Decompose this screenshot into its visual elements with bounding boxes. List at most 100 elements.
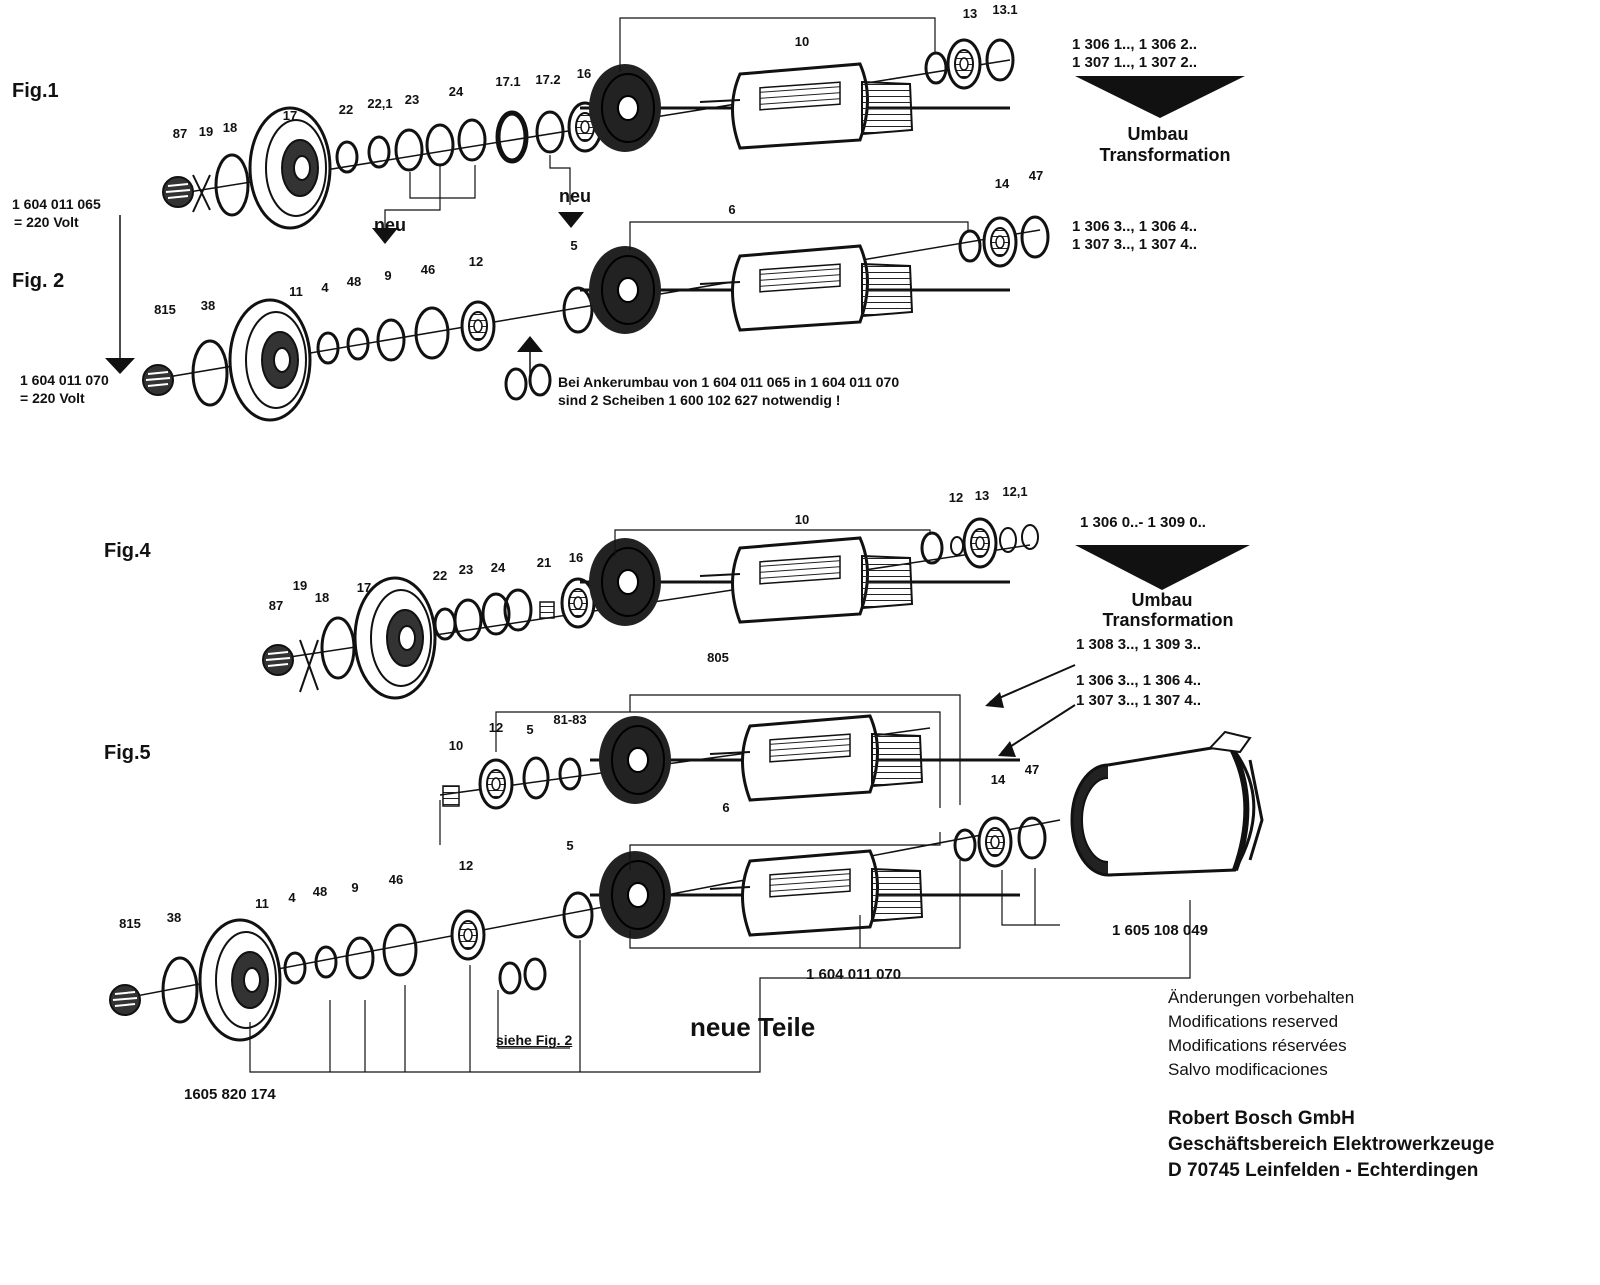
part-label: 13.1 (992, 2, 1018, 17)
fig2-assembly (142, 215, 1050, 422)
model-range: 1 306 3.., 1 306 4.. (1076, 672, 1202, 689)
armature-new-voltage: = 220 Volt (20, 390, 85, 406)
part-label: 14 (990, 772, 1006, 787)
part-label: 9 (384, 268, 392, 283)
part-label: 12 (468, 254, 484, 269)
armature-fig2 (578, 244, 1012, 336)
part-label: 5 (570, 238, 578, 253)
umbau-triangle-fig4 (1075, 545, 1250, 590)
part-label: 6 (722, 800, 730, 815)
part-label: 11 (289, 284, 303, 299)
transformation-label: Transformation (1099, 145, 1231, 165)
reserved-en: Modifications reserved (1168, 1012, 1339, 1031)
part-label: 19 (198, 124, 214, 139)
neu-label: neu (558, 186, 592, 206)
part-label: 47 (1028, 168, 1044, 183)
part-label: 23 (458, 562, 474, 577)
model-range: 1 306 0..- 1 309 0.. (1080, 514, 1206, 531)
fig4-title: Fig.4 (104, 540, 151, 562)
model-range: 1 306 3.., 1 306 4.. (1072, 218, 1198, 235)
part-label: 14 (994, 176, 1010, 191)
part-label: 87 (172, 126, 188, 141)
part-label: 10 (794, 512, 810, 527)
part-label: 6 (728, 202, 736, 217)
armature-fig5 (588, 849, 1022, 941)
neu-label: neu (373, 215, 407, 235)
part-label: 48 (346, 274, 362, 289)
part-label: 17.2 (535, 72, 561, 87)
armature-old-voltage: = 220 Volt (14, 214, 79, 230)
part-label: 13 (962, 6, 978, 21)
part-label: 12,1 (1002, 484, 1028, 499)
part-label: 16 (568, 550, 584, 565)
fig5-assembly (109, 694, 1264, 1073)
part-label: 18 (314, 590, 330, 605)
model-range: 1 306 1.., 1 306 2.. (1072, 36, 1198, 53)
part-label: 10 (448, 738, 464, 753)
part-label: 12 (458, 858, 474, 873)
part-label: 81-83 (553, 712, 587, 727)
armature-number: 1 604 011 070 (806, 966, 902, 983)
part-label: 13 (974, 488, 990, 503)
part-label: 4 (321, 280, 329, 295)
part-label: 24 (448, 84, 464, 99)
part-label: 38 (166, 910, 182, 925)
part-label: 4 (288, 890, 296, 905)
reserved-fr: Modifications réservées (1168, 1036, 1347, 1055)
part-label: 17.1 (495, 74, 521, 89)
transformation-label: Transformation (1102, 610, 1234, 630)
part-label: 12 (948, 490, 964, 505)
armature-new-number: 1 604 011 070 (20, 372, 109, 388)
housing-number: 1 605 108 049 (1112, 922, 1208, 939)
armature-fig4 (578, 536, 1012, 628)
motor-housing (1070, 730, 1264, 877)
part-label: 22 (432, 568, 448, 583)
part-label: 17 (282, 108, 298, 123)
fig2-title: Fig. 2 (12, 270, 65, 292)
part-label: 38 (200, 298, 216, 313)
fig4-assembly (262, 517, 1250, 757)
part-label: 46 (420, 262, 436, 277)
part-label: 24 (490, 560, 506, 575)
part-label: 47 (1024, 762, 1040, 777)
fig1-title: Fig.1 (12, 80, 59, 102)
part-label: 17 (356, 580, 372, 595)
part-label: 48 (312, 884, 328, 899)
company-address: D 70745 Leinfelden - Echterdingen (1168, 1160, 1479, 1181)
gear-set-number: 1605 820 174 (184, 1086, 276, 1103)
fig1-assembly (105, 17, 1245, 374)
conversion-note-line1: Bei Ankerumbau von 1 604 011 065 in 1 60… (558, 374, 900, 390)
part-label: 18 (222, 120, 238, 135)
part-label: 46 (388, 872, 404, 887)
part-label: 11 (255, 896, 269, 911)
part-label: 12 (488, 720, 504, 735)
umbau-triangle-fig1 (1075, 76, 1245, 118)
part-label: 5 (566, 838, 574, 853)
part-label: 23 (404, 92, 420, 107)
part-label: 805 (707, 650, 729, 665)
company-division: Geschäftsbereich Elektrowerkzeuge (1168, 1134, 1495, 1155)
part-label: 19 (292, 578, 308, 593)
armature-old-number: 1 604 011 065 (12, 196, 101, 212)
part-label: 22,1 (367, 96, 393, 111)
conversion-note-line2: sind 2 Scheiben 1 600 102 627 notwendig … (558, 392, 841, 408)
part-label: 87 (268, 598, 284, 613)
part-label: 9 (351, 880, 359, 895)
part-label: 10 (794, 34, 810, 49)
armature-805 (588, 714, 1022, 806)
umbau-label: Umbau (1131, 590, 1193, 610)
part-label: 5 (526, 722, 534, 737)
part-label: 22 (338, 102, 354, 117)
siehe-fig2-label: siehe Fig. 2 (496, 1032, 573, 1048)
model-range: 1 307 3.., 1 307 4.. (1076, 692, 1202, 709)
reserved-de: Änderungen vorbehalten (1168, 988, 1355, 1007)
neue-teile-label: neue Teile (690, 1012, 816, 1042)
model-range: 1 307 3.., 1 307 4.. (1072, 236, 1198, 253)
company-name: Robert Bosch GmbH (1168, 1108, 1355, 1129)
model-range: 1 307 1.., 1 307 2.. (1072, 54, 1198, 71)
fig5-title: Fig.5 (104, 742, 151, 764)
part-label: 815 (154, 302, 176, 317)
part-label: 16 (576, 66, 592, 81)
part-label: 21 (536, 555, 552, 570)
model-range: 1 308 3.., 1 309 3.. (1076, 636, 1202, 653)
